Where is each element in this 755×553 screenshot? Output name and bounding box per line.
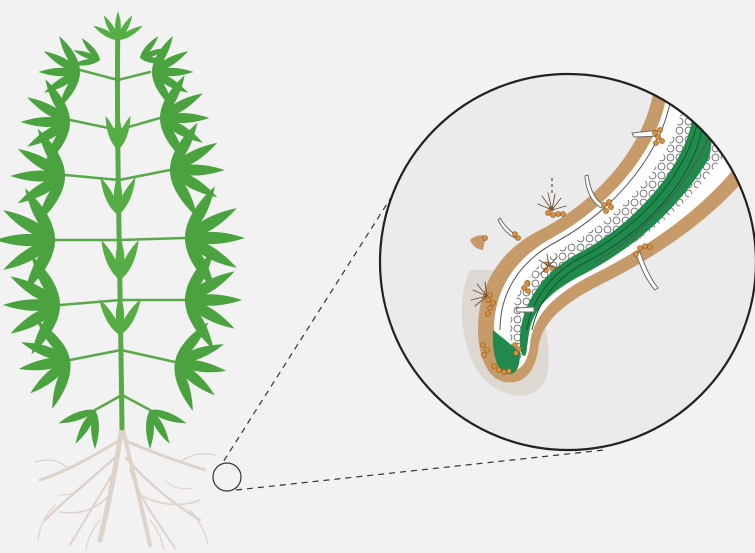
magnified-root-cross-section-icon [380,70,755,450]
cannabis-plant-icon [0,11,245,449]
zoom-source-circle [213,463,241,491]
root-system-icon [35,425,215,550]
